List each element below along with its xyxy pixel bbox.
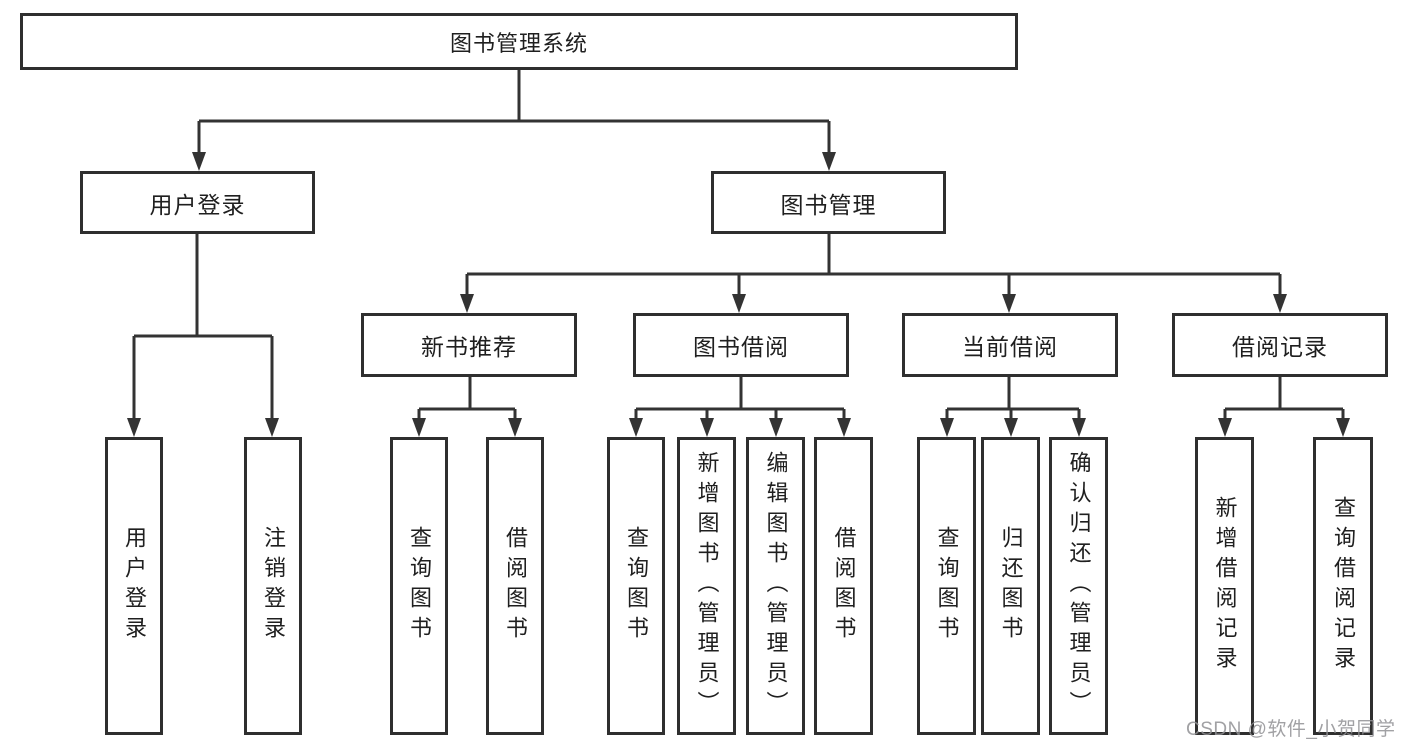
- node-book-management: 图书管理: [711, 171, 946, 234]
- leaf-borrow-books: 借阅图书: [814, 437, 873, 735]
- node-book-borrow: 图书借阅: [633, 313, 849, 377]
- leaf-return-books: 归还图书: [981, 437, 1040, 735]
- leaf-query-books-borrow-label: 查询图书: [624, 526, 649, 646]
- leaf-user-login: 用户登录: [105, 437, 163, 735]
- leaf-user-login-label: 用户登录: [122, 526, 147, 646]
- leaf-query-books-borrow: 查询图书: [607, 437, 665, 735]
- leaf-query-books-recommend-label: 查询图书: [407, 526, 432, 646]
- leaf-edit-books-admin: 编辑图书（管理员）: [746, 437, 805, 735]
- watermark-text: CSDN @软件_小贺同学: [1186, 719, 1396, 740]
- leaf-borrow-books-recommend: 借阅图书: [486, 437, 544, 735]
- leaf-add-borrow-record: 新增借阅记录: [1195, 437, 1254, 735]
- node-new-book-recommend: 新书推荐: [361, 313, 577, 377]
- node-borrow-records: 借阅记录: [1172, 313, 1388, 377]
- node-current-borrow: 当前借阅: [902, 313, 1118, 377]
- leaf-return-books-label: 归还图书: [998, 526, 1024, 646]
- leaf-edit-books-admin-label: 编辑图书（管理员）: [763, 451, 789, 721]
- node-library-management-system: 图书管理系统: [20, 13, 1018, 70]
- leaf-confirm-return-admin-label: 确认归还（管理员）: [1066, 451, 1092, 721]
- node-user-login: 用户登录: [80, 171, 315, 234]
- leaf-query-books-recommend: 查询图书: [390, 437, 448, 735]
- leaf-add-borrow-record-label: 新增借阅记录: [1212, 496, 1238, 676]
- leaf-query-borrow-record-label: 查询借阅记录: [1331, 496, 1356, 676]
- leaf-borrow-books-label: 借阅图书: [831, 526, 857, 646]
- leaf-add-books-admin: 新增图书（管理员）: [677, 437, 736, 735]
- leaf-logout-label: 注销登录: [261, 526, 286, 646]
- leaf-query-borrow-record: 查询借阅记录: [1313, 437, 1373, 735]
- leaf-confirm-return-admin: 确认归还（管理员）: [1049, 437, 1108, 735]
- leaf-borrow-books-recommend-label: 借阅图书: [503, 526, 528, 646]
- leaf-logout: 注销登录: [244, 437, 302, 735]
- leaf-add-books-admin-label: 新增图书（管理员）: [694, 451, 720, 721]
- leaf-query-books-current-label: 查询图书: [934, 526, 960, 646]
- leaf-query-books-current: 查询图书: [917, 437, 976, 735]
